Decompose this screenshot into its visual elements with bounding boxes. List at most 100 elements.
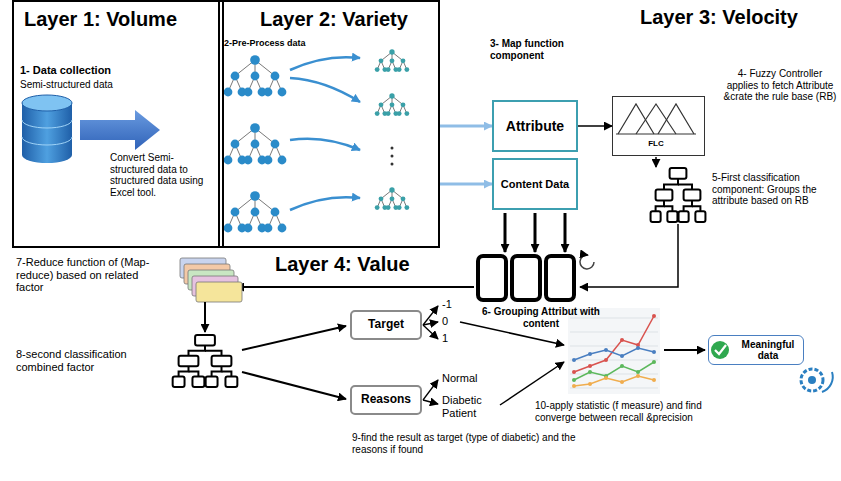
target-value: 1	[442, 332, 448, 345]
node-text: 2-Pre-Process data	[224, 38, 306, 48]
tree-node	[271, 140, 280, 149]
step-label: 9-find the result as target (type of dia…	[352, 432, 602, 455]
chart-point	[636, 370, 640, 374]
group-square	[546, 256, 574, 300]
step-label: 8-second classification combined factor	[16, 348, 161, 373]
node-text: 1- Data collection	[20, 64, 111, 77]
node-title: Meaningful data	[733, 339, 803, 362]
tree-box	[179, 356, 199, 366]
tree-node	[401, 196, 406, 201]
reason-value: Diabetic Patient	[442, 394, 500, 419]
arrow-line	[500, 362, 564, 405]
chart-series	[574, 348, 654, 360]
group-square	[478, 256, 506, 300]
node-title: Target	[368, 318, 404, 332]
arrow-line	[423, 322, 438, 325]
tree-link	[179, 366, 189, 376]
tree-box	[225, 377, 237, 387]
tree-box	[206, 377, 218, 387]
tree-leaf	[386, 205, 391, 210]
axis	[616, 134, 696, 135]
tree-root	[250, 123, 260, 133]
arrow-line	[664, 349, 705, 351]
result-box: Reasons	[350, 385, 422, 415]
tree-node	[271, 208, 280, 217]
tree-leaf	[278, 88, 287, 97]
ellipsis-dot	[391, 155, 394, 158]
chart-point	[620, 354, 624, 358]
check-icon	[711, 341, 729, 359]
tree-leaf	[397, 67, 402, 72]
tree-box	[173, 377, 185, 387]
tree-node	[251, 72, 260, 81]
tree-node	[390, 196, 395, 201]
tree-leaf	[397, 111, 402, 116]
chart-grid	[570, 346, 658, 347]
tree-box	[212, 356, 232, 366]
tree-box	[192, 377, 204, 387]
chart-ground	[568, 308, 660, 394]
reduce-stack	[196, 282, 242, 302]
tree-leaf	[375, 67, 380, 72]
chart-point	[604, 376, 608, 380]
chart-grid	[570, 388, 658, 389]
tree-box	[684, 190, 701, 201]
connector	[440, 183, 492, 186]
layer-panel: Layer 2: Variety2-Pre-Process data	[218, 0, 440, 248]
arrow-line	[423, 325, 438, 339]
tree-leaf	[244, 224, 253, 233]
node-title: Attribute	[506, 118, 564, 134]
tree-root	[389, 93, 394, 98]
block-arrow	[80, 110, 160, 150]
chart-point	[636, 374, 640, 378]
chart-point	[588, 370, 592, 374]
arrow-line	[580, 224, 678, 287]
tree-icon	[375, 187, 410, 210]
tree-node	[251, 140, 260, 149]
tree-leaf	[224, 156, 233, 165]
tree-icon	[224, 55, 287, 96]
chart-point	[588, 364, 592, 368]
down-arrow	[564, 213, 567, 252]
chart-point	[604, 358, 608, 362]
tree-node	[401, 102, 406, 107]
step-label: 3- Map function component	[490, 38, 590, 61]
process-box: Attribute	[492, 100, 578, 152]
curved-arrow	[290, 57, 360, 70]
chart-point	[620, 364, 624, 368]
tree-link	[684, 200, 692, 211]
database-top	[22, 95, 72, 111]
node-title: FLC	[613, 139, 699, 148]
tree-node	[231, 140, 240, 149]
tree-icon	[224, 123, 287, 164]
tree-icon	[375, 49, 410, 72]
chart-point	[572, 370, 576, 374]
tree-root	[389, 187, 394, 192]
tree-leaf	[404, 111, 409, 116]
chart-point	[588, 352, 592, 356]
chart-grid	[570, 374, 658, 375]
cursor-arc	[822, 372, 833, 392]
tree-leaf	[404, 205, 409, 210]
controller-box: FLC	[612, 96, 705, 156]
step-label: 7-Reduce function of (Map-reduce) based …	[16, 256, 166, 294]
tree-leaf	[264, 88, 273, 97]
check-mark	[715, 345, 726, 354]
curved-arrow	[290, 139, 360, 150]
chart-point	[604, 348, 608, 352]
tree-leaf	[264, 224, 273, 233]
chart-series	[574, 376, 654, 386]
arrow-line	[242, 326, 346, 350]
layer-panel: Layer 1: Volume1- Data collectionSemi-st…	[12, 0, 224, 248]
tree-node	[271, 72, 280, 81]
node-text: Convert Semi-structured data to structur…	[110, 152, 218, 198]
tree-root	[389, 49, 394, 54]
tree-leaf	[224, 224, 233, 233]
target-value: -1	[442, 298, 452, 311]
chart-point	[620, 338, 624, 342]
down-arrow	[504, 213, 507, 252]
tree-root	[250, 55, 260, 65]
membership-function	[658, 104, 694, 134]
process-box: Content Data	[492, 158, 578, 210]
